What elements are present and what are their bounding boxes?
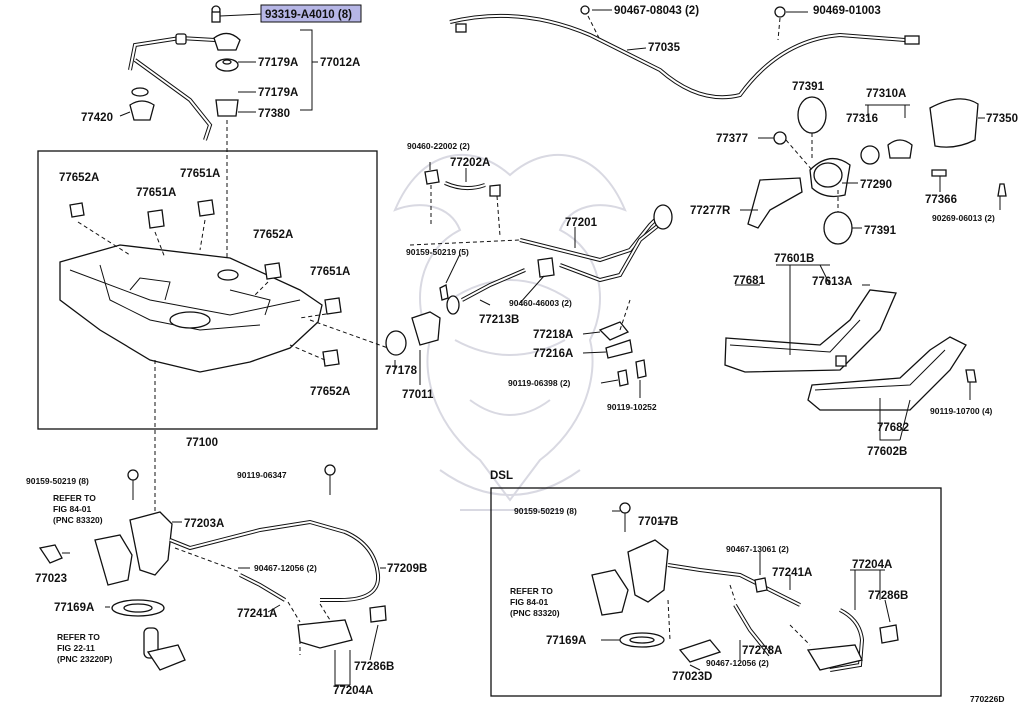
- fuel-tank-illustration: [59, 199, 389, 540]
- samurai-mask-watermark: [393, 153, 627, 511]
- part-label-90460-22002[interactable]: 90460-22002 (2): [407, 141, 470, 151]
- part-label-77179A[interactable]: 77179A: [258, 87, 298, 99]
- figure-id: 770226D: [970, 694, 1005, 704]
- part-label-77290[interactable]: 77290: [860, 179, 892, 191]
- part-label-77012A[interactable]: 77012A: [320, 57, 360, 69]
- reference-note: (PNC 83320): [510, 608, 560, 618]
- part-label-77277R[interactable]: 77277R: [690, 205, 731, 217]
- part-label-77204A[interactable]: 77204A: [852, 559, 892, 571]
- part-label-90119-06347[interactable]: 90119-06347: [237, 470, 287, 480]
- part-label-77209B[interactable]: 77209B: [387, 563, 427, 575]
- part-label-77204A[interactable]: 77204A: [333, 685, 373, 697]
- part-label-77023D[interactable]: 77023D: [672, 671, 712, 683]
- fuel-tank-box: [37, 150, 378, 430]
- part-label-90119-06398[interactable]: 90119-06398 (2): [508, 378, 571, 388]
- part-label-77310A[interactable]: 77310A: [866, 88, 906, 100]
- part-label-90159-50219-5[interactable]: 90159-50219 (5): [406, 247, 469, 257]
- part-label-77652A[interactable]: 77652A: [59, 172, 99, 184]
- part-label-90460-46003[interactable]: 90460-46003 (2): [509, 298, 572, 308]
- reference-note: REFER TO: [510, 586, 553, 596]
- part-label-77011[interactable]: 77011: [402, 389, 434, 401]
- part-label-77202A[interactable]: 77202A: [450, 157, 490, 169]
- reference-note: REFER TO: [53, 493, 96, 503]
- part-label-90469-01003[interactable]: 90469-01003: [813, 5, 881, 17]
- part-label-77169A[interactable]: 77169A: [546, 635, 586, 647]
- part-label-77203A[interactable]: 77203A: [184, 518, 224, 530]
- part-label-90467-08043[interactable]: 90467-08043 (2): [614, 5, 699, 17]
- reference-note: FIG 84-01: [510, 597, 549, 607]
- part-label-77241A[interactable]: 77241A: [237, 608, 277, 620]
- reference-note: FIG 84-01: [53, 504, 92, 514]
- part-label-77380[interactable]: 77380: [258, 108, 290, 120]
- part-label-77213B[interactable]: 77213B: [479, 314, 519, 326]
- reference-note: (PNC 83320): [53, 515, 103, 525]
- part-label-77651A[interactable]: 77651A: [180, 168, 220, 180]
- part-label-90119-10700[interactable]: 90119-10700 (4): [930, 406, 993, 416]
- part-label-77035[interactable]: 77035: [648, 42, 681, 54]
- part-label-90269-06013[interactable]: 90269-06013 (2): [932, 213, 995, 223]
- part-label-77169A[interactable]: 77169A: [54, 602, 94, 614]
- part-label-77179A[interactable]: 77179A: [258, 57, 298, 69]
- part-label-77681[interactable]: 77681: [733, 275, 766, 287]
- filler-pipe-assembly: [385, 162, 673, 398]
- fuel-pump-assembly: [38, 464, 387, 686]
- part-label-77241A[interactable]: 77241A: [772, 567, 812, 579]
- reference-note: REFER TO: [57, 632, 100, 642]
- reference-note: FIG 22-11: [57, 643, 95, 653]
- part-label-90159-50219-8[interactable]: 90159-50219 (8): [514, 506, 577, 516]
- reference-note: (PNC 23220P): [57, 654, 112, 664]
- dsl-pump-assembly: [591, 502, 899, 672]
- part-label-77391[interactable]: 77391: [792, 81, 825, 93]
- part-label-90159-50219-8[interactable]: 90159-50219 (8): [26, 476, 89, 486]
- part-label-77377[interactable]: 77377: [716, 133, 748, 145]
- part-label-77651A[interactable]: 77651A: [136, 187, 176, 199]
- part-label-77350[interactable]: 77350: [986, 113, 1018, 125]
- part-label-77286B[interactable]: 77286B: [354, 661, 394, 673]
- dsl-inset-box: [490, 487, 942, 697]
- part-label-77602B[interactable]: 77602B: [867, 446, 907, 458]
- tank-band-assembly: [724, 264, 977, 441]
- highlight-box: [260, 4, 362, 23]
- part-label-77178[interactable]: 77178: [385, 365, 418, 377]
- part-label-77601B[interactable]: 77601B: [774, 253, 814, 265]
- inset-title: DSL: [490, 470, 513, 482]
- part-label-77652A[interactable]: 77652A: [310, 386, 350, 398]
- part-label-93319-A4010[interactable]: 93319-A4010 (8): [265, 9, 352, 21]
- part-label-77420[interactable]: 77420: [81, 112, 113, 124]
- part-label-90119-10252[interactable]: 90119-10252: [607, 402, 657, 412]
- part-label-77651A[interactable]: 77651A: [310, 266, 350, 278]
- part-label-77366[interactable]: 77366: [925, 194, 957, 206]
- part-label-77023[interactable]: 77023: [35, 573, 67, 585]
- part-label-77100[interactable]: 77100: [186, 437, 218, 449]
- part-label-77316[interactable]: 77316: [846, 113, 878, 125]
- part-label-77216A[interactable]: 77216A: [533, 348, 573, 360]
- breather-pipe-assembly: [119, 5, 318, 270]
- part-label-77682[interactable]: 77682: [877, 422, 909, 434]
- part-label-77017B[interactable]: 77017B: [638, 516, 678, 528]
- fuel-lid-cable: [449, 5, 920, 100]
- part-label-90467-13061[interactable]: 90467-13061 (2): [726, 544, 789, 554]
- part-label-90467-12056[interactable]: 90467-12056 (2): [254, 563, 317, 573]
- part-label-77286B[interactable]: 77286B: [868, 590, 908, 602]
- part-label-77613A[interactable]: 77613A: [812, 276, 852, 288]
- part-label-77391[interactable]: 77391: [864, 225, 897, 237]
- fuel-lid-assembly: [740, 96, 1007, 245]
- part-label-77201[interactable]: 77201: [565, 217, 598, 229]
- part-label-90467-12056[interactable]: 90467-12056 (2): [706, 658, 769, 668]
- part-label-77652A[interactable]: 77652A: [253, 229, 293, 241]
- part-label-77278A[interactable]: 77278A: [742, 645, 782, 657]
- part-label-77218A[interactable]: 77218A: [533, 329, 573, 341]
